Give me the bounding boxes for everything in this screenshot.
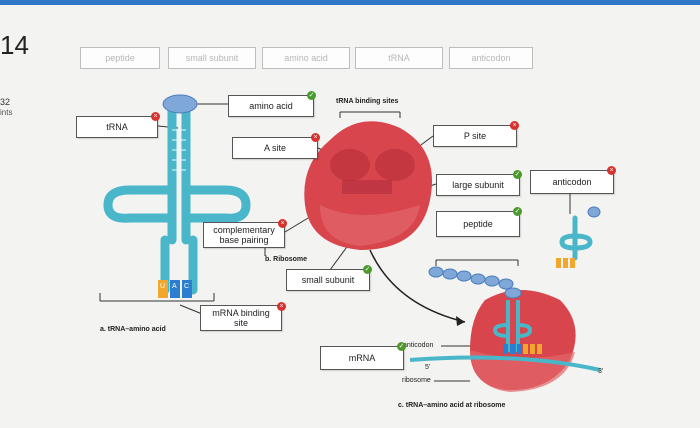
points-label: ints [0, 108, 13, 117]
drop-target-trna[interactable]: tRNA [76, 116, 158, 138]
drop-target-mrna-binding-site[interactable]: mRNA binding site [200, 305, 282, 331]
points-value: 32 [0, 97, 11, 107]
codon-u-label: U [160, 283, 166, 290]
correct-icon: ✓ [513, 207, 522, 216]
incorrect-icon: × [151, 112, 160, 121]
drop-target-mrna[interactable]: mRNA [320, 346, 404, 370]
drop-target-amino-acid[interactable]: amino acid [228, 95, 314, 117]
anticodon-small-label: anticodon [403, 342, 434, 349]
word-bank-small-subunit[interactable]: small subunit [168, 47, 256, 69]
drop-target-small-subunit[interactable]: small subunit [286, 269, 370, 291]
word-bank-peptide[interactable]: peptide [80, 47, 160, 69]
drop-target-anticodon[interactable]: anticodon [530, 170, 614, 194]
word-bank-trna[interactable]: tRNA [355, 47, 443, 69]
top-accent-bar [0, 0, 700, 5]
ribosome-caption: b. Ribosome [265, 256, 308, 263]
trna-binding-sites-label: tRNA binding sites [336, 98, 399, 105]
trna-caption: a. tRNA–amino acid [100, 326, 166, 333]
incorrect-icon: × [278, 219, 287, 228]
correct-icon: ✓ [397, 342, 406, 351]
drop-target-p-site[interactable]: P site [433, 125, 517, 147]
correct-icon: ✓ [363, 265, 372, 274]
drop-target-peptide[interactable]: peptide [436, 211, 520, 237]
drop-target-large-subunit[interactable]: large subunit [436, 174, 520, 196]
drop-target-complementary-base-pairing[interactable]: complementary base pairing [203, 222, 285, 248]
incorrect-icon: × [510, 121, 519, 130]
question-number: 14 [0, 30, 29, 60]
drop-target-a-site[interactable]: A site [232, 137, 318, 159]
correct-icon: ✓ [513, 170, 522, 179]
word-bank-amino-acid[interactable]: amino acid [262, 47, 350, 69]
codon-a-label: A [172, 283, 177, 290]
word-bank-anticodon[interactable]: anticodon [449, 47, 533, 69]
incorrect-icon: × [311, 133, 320, 142]
ribosome-small-label: ribosome [402, 377, 431, 384]
incorrect-icon: × [607, 166, 616, 175]
bottom-caption: c. tRNA–amino acid at ribosome [398, 402, 506, 409]
three-prime-label: 3' [598, 368, 604, 375]
incorrect-icon: × [277, 302, 286, 311]
codon-c-label: C [184, 283, 190, 290]
correct-icon: ✓ [307, 91, 316, 100]
five-prime-label: 5' [425, 364, 431, 371]
